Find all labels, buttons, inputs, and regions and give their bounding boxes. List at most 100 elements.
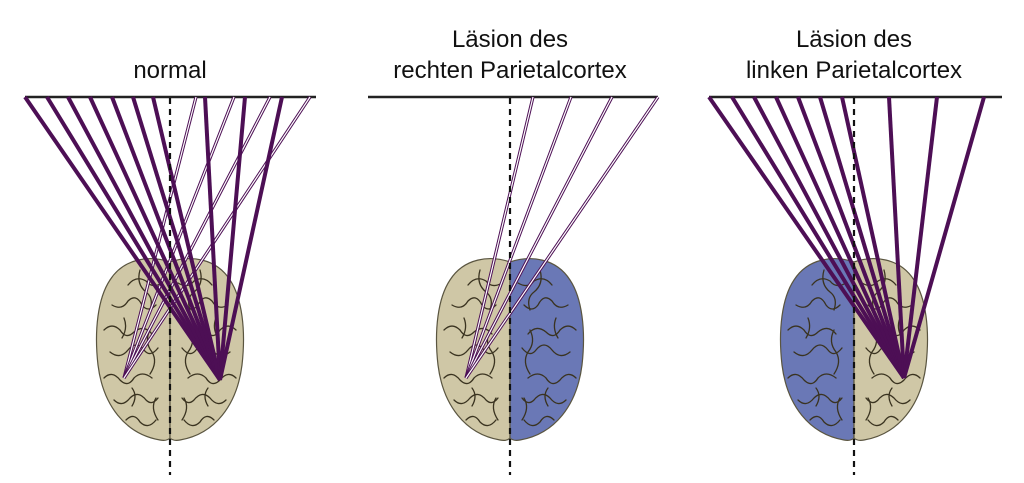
title-line-1: Läsion des (795, 26, 913, 53)
sulcus (871, 373, 921, 385)
projection-line (774, 96, 906, 379)
sulcus (867, 415, 899, 427)
projection-line (902, 96, 939, 379)
sulcus (521, 344, 571, 357)
projection-line-highlight (123, 96, 197, 379)
projection-line-highlight (123, 96, 235, 379)
right-sulci (517, 269, 577, 427)
title-line-2: rechten Parietalcortex (393, 57, 627, 84)
sulcus (187, 373, 237, 385)
sulcus (103, 373, 153, 385)
projection-line-highlight (123, 96, 311, 379)
sulcus (815, 387, 820, 407)
left-hemisphere (779, 258, 855, 441)
projection-lines (464, 96, 660, 379)
sulcus (492, 397, 499, 421)
sulcus (805, 317, 811, 339)
sulcus (888, 387, 893, 407)
sulcus (809, 415, 841, 427)
sulcus (125, 415, 157, 427)
sulcus (131, 387, 136, 407)
sulcus (521, 393, 567, 405)
sulcus (181, 397, 188, 421)
projection-line-highlight (123, 96, 271, 379)
sulcus (467, 278, 503, 287)
sulcus (461, 317, 467, 339)
sulcus (146, 329, 156, 375)
sulcus (793, 344, 843, 357)
panel-normal: normal (0, 0, 340, 483)
panel-title-normal: normal (0, 0, 340, 96)
sulcus (836, 397, 843, 421)
sulcus (183, 415, 215, 427)
sulcus (523, 297, 569, 310)
projection-line (752, 96, 906, 379)
panel-title-left-lesion: Läsion des linken Parietalcortex (684, 0, 1024, 96)
sulcus (152, 397, 159, 421)
projection-line (203, 96, 222, 381)
panel-left-lesion: Läsion des linken Parietalcortex (684, 0, 1024, 483)
sulcus (523, 415, 555, 427)
title-line-2: linken Parietalcortex (745, 57, 963, 84)
sulcus (553, 317, 559, 339)
sulcus (449, 344, 499, 357)
projection-line (902, 96, 986, 379)
projection-line-highlight (465, 96, 659, 379)
right-hemisphere (509, 258, 585, 441)
attention-diagram-left-lesion (707, 95, 1002, 475)
panel-right-lesion: Läsion des rechten Parietalcortex (340, 0, 680, 483)
projection-lines (23, 95, 284, 382)
sulcus (830, 329, 840, 375)
sulcus (111, 297, 157, 310)
projection-line-highlight (465, 96, 572, 379)
sulcus (527, 325, 577, 337)
projection-line (218, 96, 247, 381)
projection-lines (707, 95, 986, 380)
sulcus (867, 297, 913, 310)
title-line-1: Läsion des (451, 26, 569, 53)
projection-line (840, 96, 906, 379)
sulcus (181, 393, 227, 405)
projection-line (730, 95, 906, 380)
sulcus (113, 393, 159, 405)
projection-line-highlight (465, 96, 613, 379)
sulcus (795, 297, 841, 310)
sulcus (121, 317, 127, 339)
attention-diagram-right-lesion (368, 95, 660, 475)
sulcus (204, 387, 209, 407)
projection-line (796, 96, 906, 379)
projection-line-highlight (465, 96, 534, 379)
projection-line (88, 96, 222, 381)
sulcus (822, 269, 836, 311)
projection-lines (122, 96, 312, 379)
sulcus (527, 373, 577, 385)
panel-title-right-lesion: Läsion des rechten Parietalcortex (340, 0, 680, 96)
sulcus (797, 393, 843, 405)
sulcus (865, 393, 911, 405)
sulcus (451, 297, 497, 310)
projection-line (218, 96, 284, 381)
projection-line (110, 96, 222, 381)
projection-line (707, 95, 906, 380)
attention-diagram-normal (23, 95, 316, 475)
sulcus (443, 373, 493, 385)
projection-line (45, 95, 222, 382)
sulcus (453, 393, 499, 405)
projection-line (151, 96, 222, 381)
sulcus (787, 325, 837, 337)
sulcus (528, 269, 542, 311)
sulcus (787, 373, 837, 385)
sulcus (544, 387, 549, 407)
projection-line (66, 96, 222, 381)
sulcus (471, 387, 476, 407)
brain (435, 258, 585, 441)
projection-line (887, 96, 906, 379)
sulcus (465, 415, 497, 427)
title-line: normal (133, 57, 207, 84)
sulcus (865, 397, 872, 421)
projection-line (23, 95, 222, 382)
projection-line (131, 96, 222, 381)
sulcus (524, 329, 534, 375)
projection-line (818, 96, 906, 379)
sulcus (521, 397, 528, 421)
